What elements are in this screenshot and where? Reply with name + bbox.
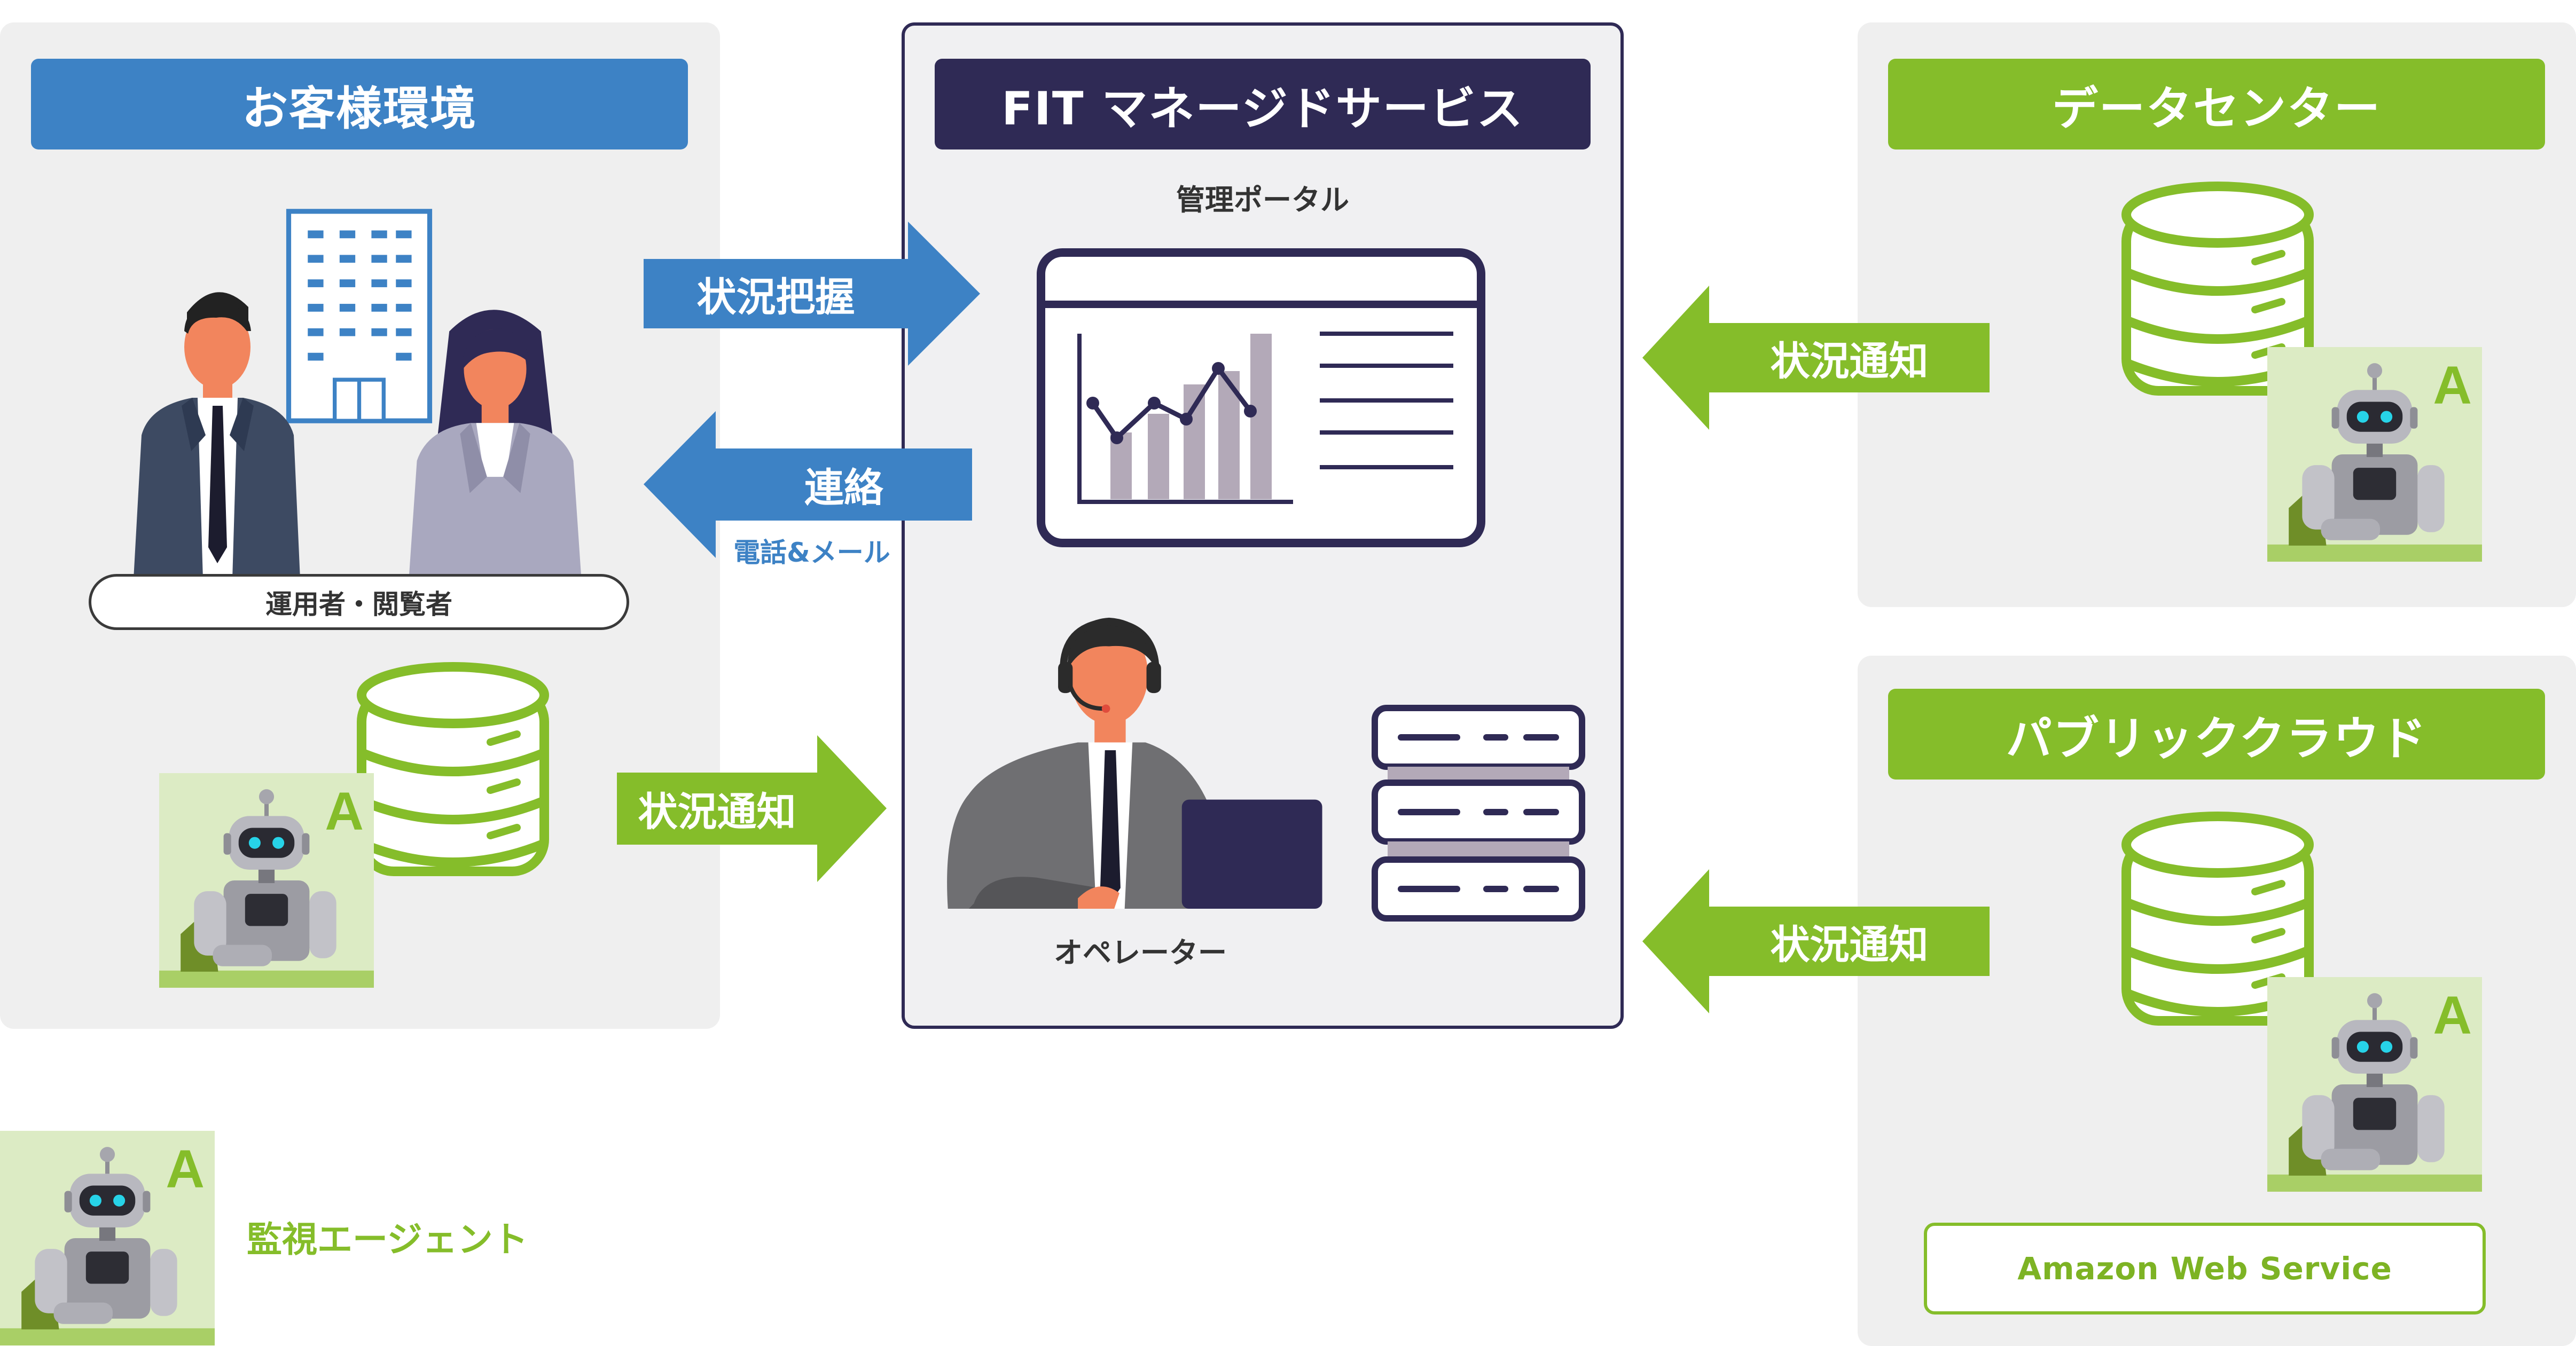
customer-notify-label: 状況通知 [638,789,796,835]
management-portal-label: 管理ポータル [1176,183,1349,217]
operator-viewer-label: 運用者・閲覧者 [89,574,629,630]
cloud-notify-label: 状況通知 [1770,922,1929,968]
datacenter-notify-label: 状況通知 [1770,338,1929,384]
female-user-icon [409,310,582,579]
status-grasp-label: 状況把握 [696,274,855,320]
datacenter-title: データセンター [1888,59,2545,149]
operator-label: オペレーター [1054,936,1227,970]
customer-notify-arrow [617,735,887,882]
managed-service-title: FIT マネージドサービス [935,59,1591,149]
contact-label: 連絡 [804,465,883,511]
public-cloud-title: パブリッククラウド [1888,689,2545,780]
cloud-notify-arrow [1642,869,1990,1013]
datacenter-notify-arrow [1642,286,1990,430]
datacenter-monitoring-agent-icon [2267,347,2482,562]
status-grasp-arrow [644,222,980,366]
customer-monitoring-agent-icon [159,773,374,988]
customer-database-icon [357,662,549,892]
operator-with-headset-icon [947,617,1322,909]
office-building-icon [286,209,433,423]
server-rack-icon [1372,705,1585,922]
legend-label: 監視エージェント [247,1219,528,1260]
customer-environment-title: お客様環境 [31,59,688,149]
dashboard-chart-icon [1037,248,1485,547]
aws-label: Amazon Web Service [1924,1223,2486,1314]
cloud-monitoring-agent-icon [2267,977,2482,1192]
contact-method-label: 電話&メール [733,537,890,568]
male-user-icon [134,292,300,579]
contact-arrow [644,411,972,558]
legend-monitoring-agent-icon [0,1131,215,1345]
